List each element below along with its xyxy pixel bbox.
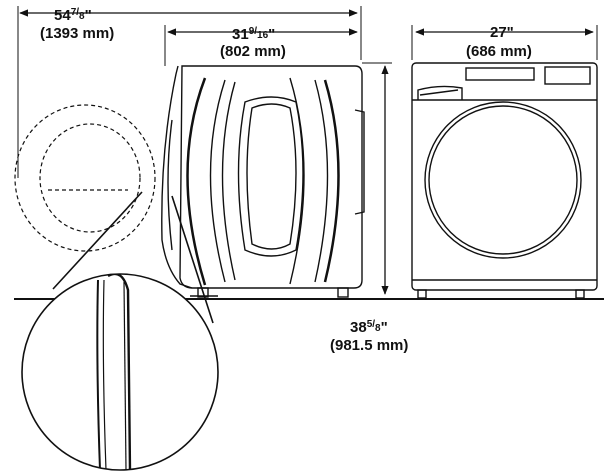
open-depth-label: 547/8" xyxy=(54,7,92,24)
depth-metric: (802 mm) xyxy=(220,43,286,60)
height-label: 385/8" xyxy=(350,319,388,336)
depth-label: 319/16" xyxy=(232,26,275,43)
open-depth-metric: (1393 mm) xyxy=(40,25,114,42)
detail-magnifier xyxy=(21,191,219,471)
width-label: 27" xyxy=(490,24,514,41)
open-door-outline xyxy=(14,104,156,252)
width-metric: (686 mm) xyxy=(466,43,532,60)
height-metric: (981.5 mm) xyxy=(330,337,408,354)
dryer-side-view xyxy=(161,65,365,298)
dryer-front-view xyxy=(411,62,598,299)
